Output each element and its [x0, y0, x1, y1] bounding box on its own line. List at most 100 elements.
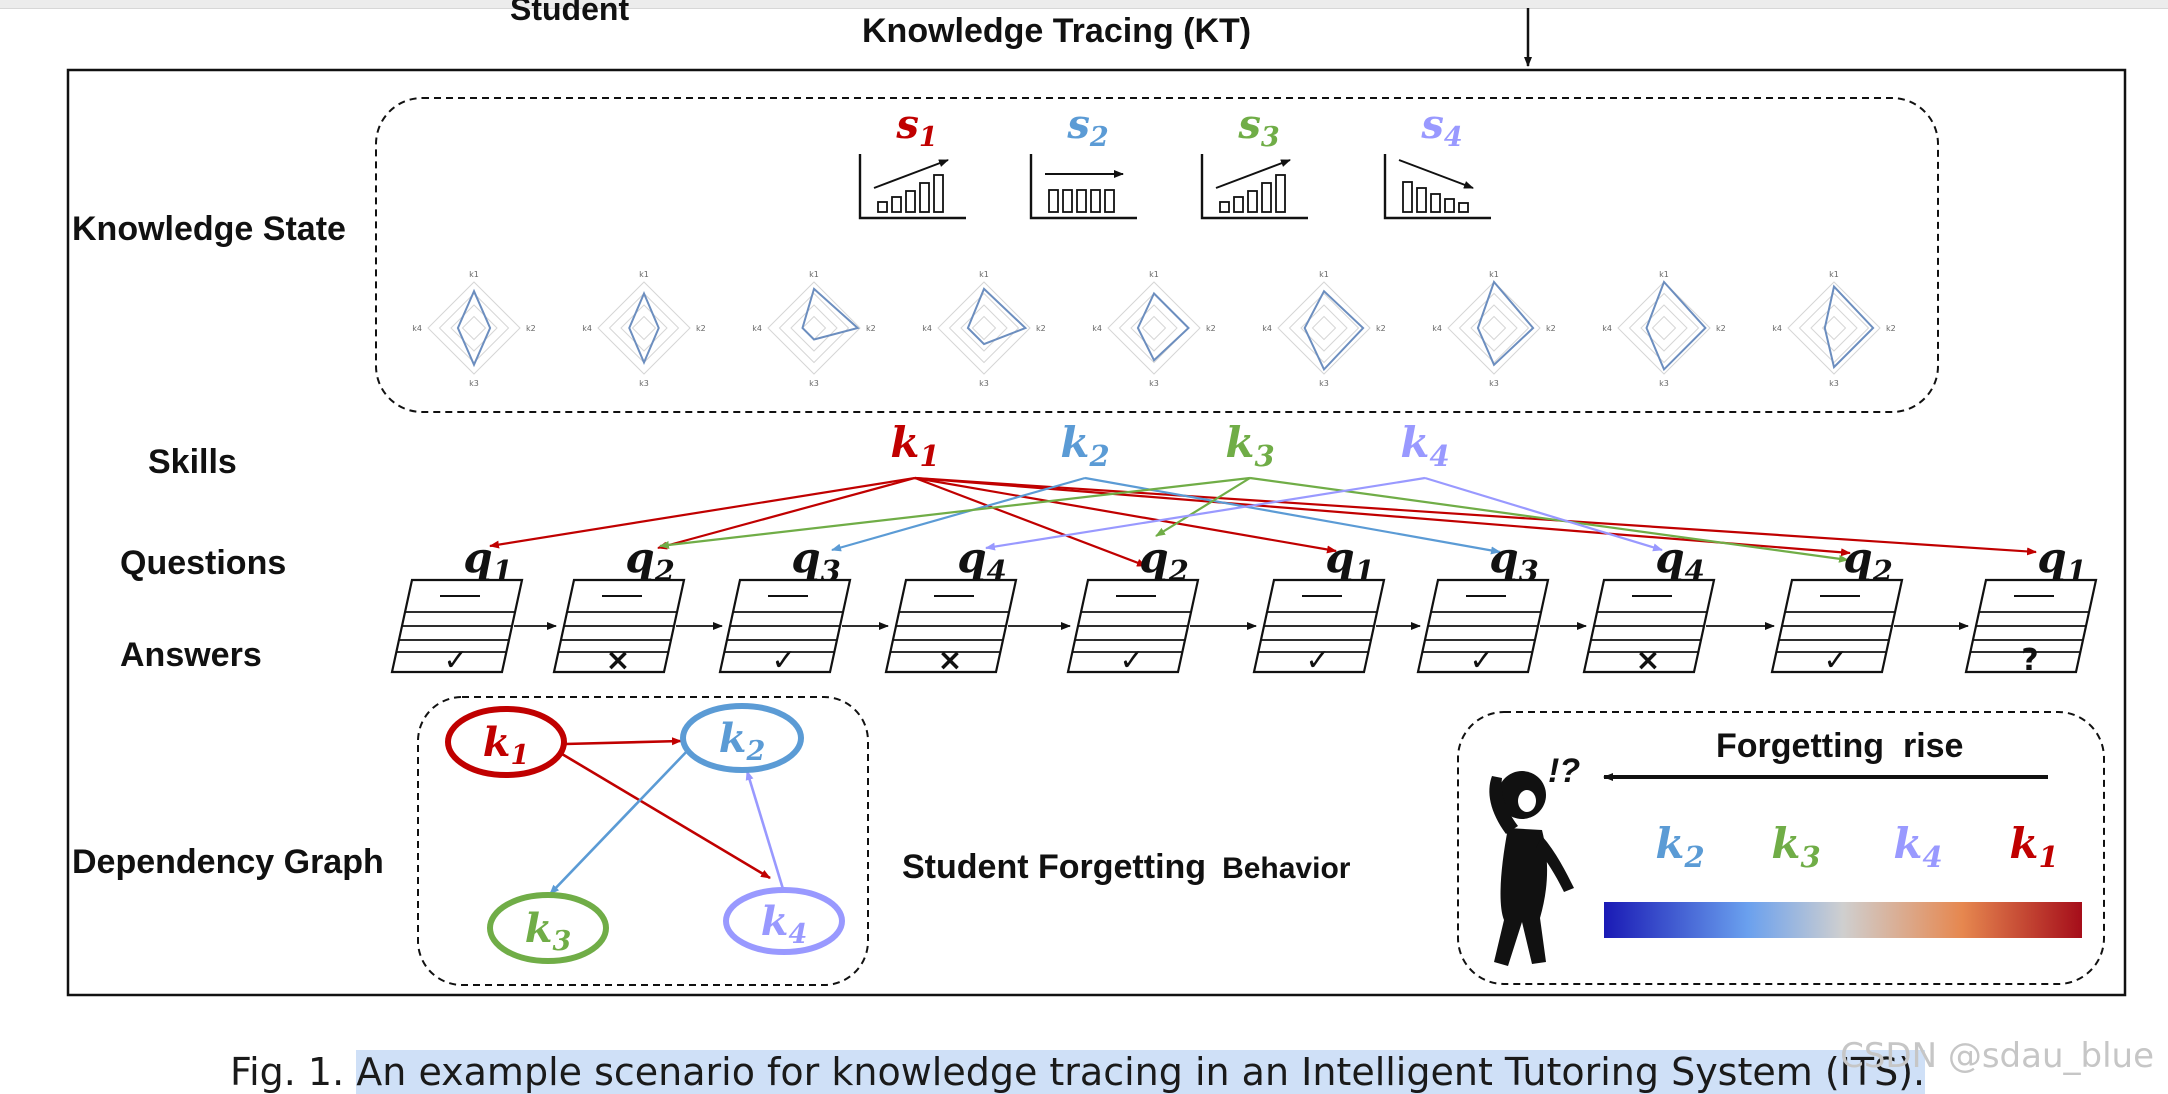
question-cards: q1✓q2×q3✓q4×q2✓q1✓q3✓q4×q2✓q1?: [392, 533, 2096, 678]
radar-grid: [1120, 294, 1189, 363]
radar-axis-label: k4: [1432, 324, 1442, 333]
forgetting-gradient-bar: [1604, 902, 2082, 938]
dependency-graph-label: Dependency Graph: [72, 843, 384, 881]
knowledge-state-box: [376, 98, 1938, 412]
radar-grid: [1811, 305, 1857, 351]
radar-axis-label: k4: [412, 324, 422, 333]
answer-mark-3: ✓: [771, 643, 796, 678]
skill-4-sub: 4: [1429, 439, 1449, 473]
radar-axis-label: k2: [1036, 324, 1046, 333]
radar-axis-label: k3: [1489, 379, 1499, 388]
skill-3-sub: 3: [1254, 439, 1274, 473]
dependency-node-label-3-base: k: [525, 905, 553, 952]
forgetting-skill-3: k4: [1893, 819, 1942, 874]
state-label-1-base: s: [895, 101, 919, 148]
forgetting-skill-4-sub: 1: [2038, 840, 2058, 874]
radar-grid: [1460, 294, 1529, 363]
dep-edge-k4-k2: [747, 771, 783, 889]
radar-axis-label: k2: [1546, 324, 1556, 333]
radar-grid: [1618, 282, 1710, 374]
question-card-7: q3✓: [1418, 533, 1548, 678]
radar-grid: [1290, 294, 1359, 363]
answer-mark-1: ✓: [443, 643, 468, 678]
forgetting-skill-2-base: k: [1771, 819, 1800, 868]
radar-axis-label: k2: [1716, 324, 1726, 333]
radar-grid: [1800, 294, 1869, 363]
radar-grid: [1630, 294, 1699, 363]
forgetting-skill-1-base: k: [1655, 819, 1684, 868]
question-label-7-base: q: [1489, 533, 1518, 582]
forgetting-skill-order: k2k3k4k1: [1655, 819, 2058, 874]
answer-mark-10: ?: [2021, 643, 2038, 678]
radar-axis-label: k1: [809, 270, 819, 279]
dependency-node-label-2-base: k: [719, 715, 747, 762]
knowledge-state-label: Knowledge State: [72, 210, 346, 248]
radar-axis-label: k2: [526, 324, 536, 333]
radar-axis-label: k3: [809, 379, 819, 388]
forgetting-skill-3-sub: 4: [1922, 840, 1942, 874]
question-card-2: q2×: [554, 533, 684, 678]
state-2-bar: [1105, 190, 1114, 212]
skills-label: Skills: [148, 443, 237, 481]
dep-edge-k1-k2: [565, 741, 681, 744]
state-label-4-base: s: [1420, 101, 1444, 148]
radar-axis-label: k2: [1376, 324, 1386, 333]
radar-chart-2: k1k2k3k4: [582, 270, 705, 388]
forgetting-skill-1: k2: [1655, 819, 1704, 874]
radar-axis-label: k3: [1319, 379, 1329, 388]
radar-axis-label: k4: [1092, 324, 1102, 333]
state-3-bar: [1276, 175, 1285, 212]
state-1-bar: [878, 202, 887, 212]
state-4: s4: [1385, 101, 1491, 218]
question-label-3-base: q: [791, 533, 820, 582]
radar-shape: [1478, 282, 1533, 365]
radar-axis-label: k1: [1489, 270, 1499, 279]
question-label-10-base: q: [2037, 533, 2066, 582]
caption-text: An example scenario for knowledge tracin…: [356, 1050, 1925, 1094]
radar-grid: [1278, 282, 1370, 374]
radar-grid: [463, 317, 486, 340]
radar-axis-label: k3: [1149, 379, 1159, 388]
skill-2-base: k: [1060, 418, 1089, 467]
state-label-3: s3: [1237, 101, 1279, 153]
skill-1: k1: [890, 418, 939, 473]
state-4-bar: [1445, 199, 1454, 212]
skill-1-sub: 1: [919, 439, 939, 473]
dep-edge-k2-k3: [550, 748, 690, 894]
question-card-9: q2✓: [1772, 533, 1902, 678]
radar-axis-label: k3: [1829, 379, 1839, 388]
state-1-bar: [934, 175, 943, 212]
radar-grid: [1313, 317, 1336, 340]
radar-charts: k1k2k3k4k1k2k3k4k1k2k3k4k1k2k3k4k1k2k3k4…: [412, 270, 1895, 388]
question-label-1-base: q: [463, 533, 492, 582]
radar-axis-label: k1: [469, 270, 479, 279]
forgetting-behavior-label-part1: Student Forgetting: [902, 848, 1206, 886]
csdn-watermark: CSDN @sdau_blue: [1840, 1036, 2154, 1076]
radar-axis-label: k1: [1149, 270, 1159, 279]
forgetting-skill-2: k3: [1771, 819, 1820, 874]
radar-grid: [633, 317, 656, 340]
state-label-1: s1: [895, 101, 937, 153]
radar-axis-label: k1: [1659, 270, 1669, 279]
question-card-10: q1?: [1966, 533, 2096, 678]
radar-shape: [803, 289, 858, 340]
radar-axis-label: k4: [1262, 324, 1272, 333]
answer-mark-8: ×: [1635, 643, 1660, 678]
radar-axis-label: k2: [1886, 324, 1896, 333]
question-label-2-base: q: [625, 533, 654, 582]
radar-grid: [610, 294, 679, 363]
radar-grid: [1301, 305, 1347, 351]
state-3-bar: [1262, 183, 1271, 212]
question-card-5: q2✓: [1068, 533, 1198, 678]
radar-grid: [938, 282, 1030, 374]
partial-student-label: Student: [510, 0, 629, 27]
dependency-node-label-1-base: k: [483, 719, 511, 766]
radar-axis-label: k2: [696, 324, 706, 333]
forgetting-skill-2-sub: 3: [1800, 840, 1820, 874]
state-label-2-sub: 2: [1089, 122, 1109, 153]
dependency-node-label-4-base: k: [761, 898, 789, 945]
radar-grid: [1641, 305, 1687, 351]
